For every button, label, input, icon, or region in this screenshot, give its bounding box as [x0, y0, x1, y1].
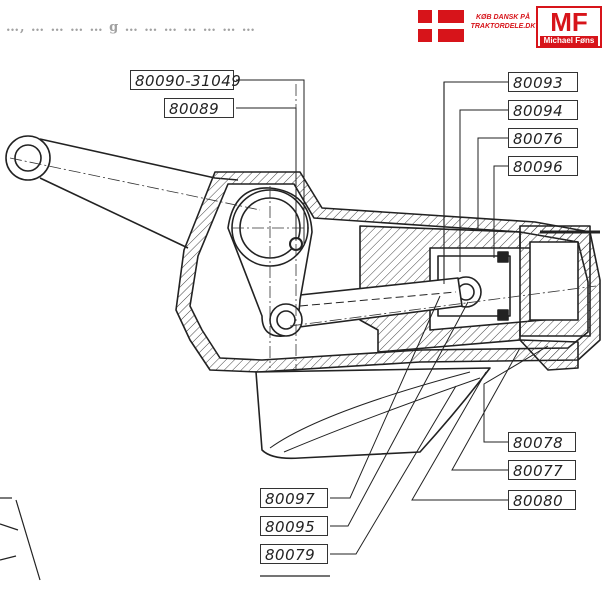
- part-label-80078[interactable]: 80078: [508, 432, 576, 452]
- oil-sump: [255, 367, 491, 460]
- leader-80080: [411, 371, 508, 501]
- part-label-80079[interactable]: 80079: [260, 544, 328, 564]
- part-label-80090-31049[interactable]: 80090-31049: [130, 70, 241, 90]
- leader-80096: [493, 165, 508, 258]
- leader-80093: [443, 81, 508, 284]
- part-label-80095[interactable]: 80095: [260, 516, 328, 536]
- leader-80079: [330, 385, 457, 555]
- mf-logo-letters: MF: [550, 7, 588, 37]
- part-label-80094[interactable]: 80094: [508, 100, 578, 120]
- part-label-80096[interactable]: 80096: [508, 156, 578, 176]
- part-label-80089[interactable]: 80089: [164, 98, 234, 118]
- promo-line-2: TRAKTORDELE.DK: [470, 23, 536, 30]
- promo-line-1: KØB DANSK PÅ: [475, 14, 531, 21]
- leader-80077: [451, 347, 521, 471]
- part-label-80077[interactable]: 80077: [508, 460, 576, 480]
- leader-80089: [236, 107, 297, 240]
- part-label-80093[interactable]: 80093: [508, 72, 578, 92]
- part-label-80097[interactable]: 80097: [260, 488, 328, 508]
- mf-logo-name: Michael Føns: [540, 36, 598, 46]
- brand-logo[interactable]: KØB DANSK PÅ TRAKTORDELE.DK MF Michael F…: [418, 6, 604, 48]
- leader-80076: [477, 137, 508, 230]
- danish-flag-icon: [418, 10, 464, 42]
- leader-80095: [330, 301, 469, 527]
- leader-lines: [236, 79, 549, 555]
- part-label-80080[interactable]: 80080: [508, 490, 576, 510]
- leader-80090-31049: [236, 79, 305, 244]
- leader-80097: [330, 295, 441, 499]
- mf-logo: MF Michael Føns: [536, 6, 602, 48]
- part-label-80076[interactable]: 80076: [508, 128, 578, 148]
- promo-text: KØB DANSK PÅ TRAKTORDELE.DK: [466, 13, 540, 31]
- leader-80094: [459, 109, 508, 272]
- header-partial-text: …, … … … … g … … … … … … …: [6, 20, 256, 35]
